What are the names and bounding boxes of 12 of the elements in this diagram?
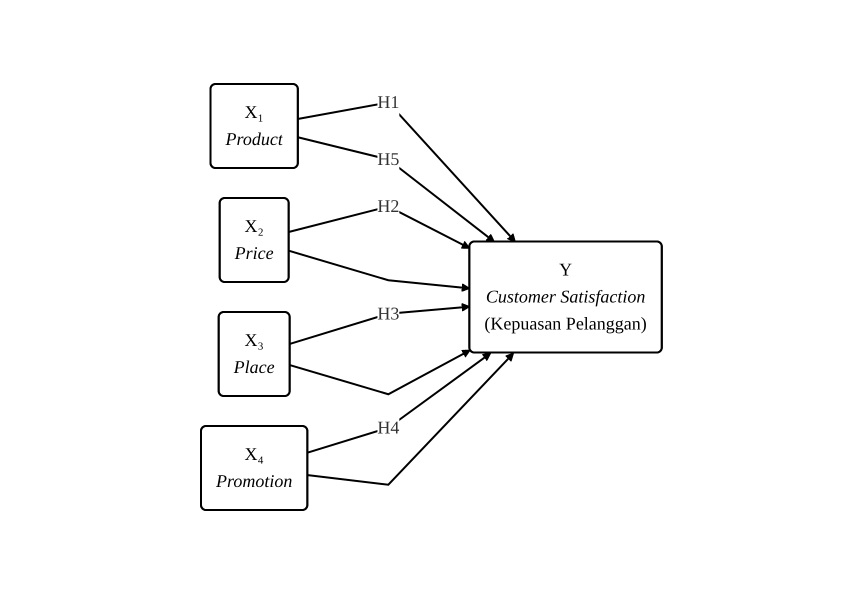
edge-label: H3 bbox=[376, 302, 399, 323]
arrow bbox=[298, 100, 516, 242]
edge-label: H4 bbox=[376, 416, 399, 437]
arrow bbox=[298, 136, 495, 242]
arrow bbox=[289, 349, 470, 395]
edge-label: H5 bbox=[376, 148, 399, 168]
arrow bbox=[307, 352, 491, 453]
arrow bbox=[289, 302, 470, 344]
edge-label: H2 bbox=[376, 196, 399, 216]
arrow bbox=[288, 249, 470, 292]
edge-label: H1 bbox=[376, 92, 399, 112]
arrow bbox=[307, 352, 514, 486]
